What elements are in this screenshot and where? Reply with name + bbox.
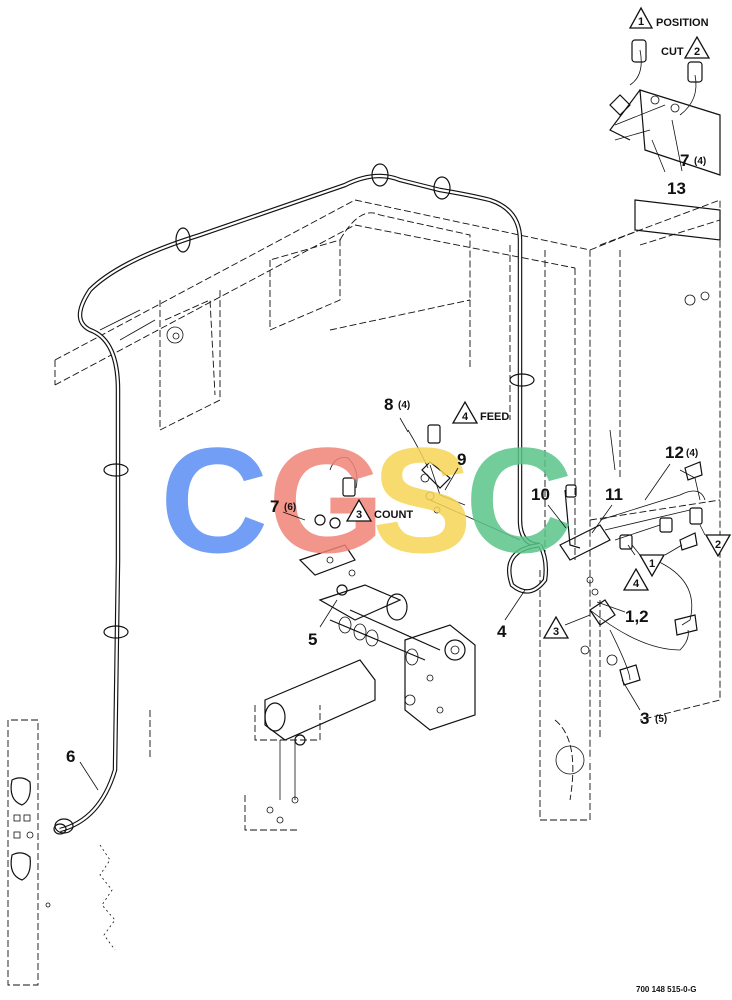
callout-12: 12 bbox=[665, 443, 684, 462]
callout-1-2: 1,2 bbox=[625, 607, 649, 626]
note-flag-1-number: 1 bbox=[638, 16, 644, 28]
callout-4: 4 bbox=[497, 622, 507, 641]
note-flags: 1 POSITION CUT 2 4 FEED 3 COUNT 1 2 4 3 bbox=[345, 6, 732, 639]
note-flag-1 bbox=[638, 554, 666, 578]
callout-9: 9 bbox=[457, 450, 466, 469]
note-label-cut: CUT bbox=[661, 46, 684, 58]
note-flag-2 bbox=[704, 534, 732, 558]
note-label-feed: FEED bbox=[480, 411, 509, 423]
note-flag-3 bbox=[542, 615, 570, 639]
note-flag-3-count bbox=[345, 498, 373, 522]
callout-12-qty: (4) bbox=[686, 448, 698, 459]
figure-number: 700 148 515-0-G bbox=[636, 985, 697, 994]
callout-7-top: 7 bbox=[680, 151, 689, 170]
main-cable bbox=[53, 163, 549, 951]
left-side-panel bbox=[7, 719, 51, 986]
callout-7-left-qty: (6) bbox=[284, 502, 296, 513]
watermark-letter-c1: C bbox=[160, 416, 268, 584]
callout-3-qty: (5) bbox=[655, 714, 667, 725]
watermark-letter-s: S bbox=[372, 416, 472, 584]
note-flag-4-number: 4 bbox=[462, 411, 469, 423]
callout-10: 10 bbox=[531, 485, 550, 504]
callout-5: 5 bbox=[308, 630, 317, 649]
shaft-assembly bbox=[244, 584, 476, 831]
cut-position-sensor-detail bbox=[609, 39, 721, 241]
sensor-bracket-assembly bbox=[298, 424, 466, 596]
callout-13: 13 bbox=[667, 179, 686, 198]
callout-3: 3 bbox=[640, 709, 649, 728]
callout-8-qty: (4) bbox=[398, 400, 410, 411]
note-flag-3-number: 3 bbox=[356, 509, 362, 521]
note-flag-4 bbox=[622, 567, 650, 591]
right-wiring-harness bbox=[559, 461, 706, 686]
callouts: 6 5 4 1,2 3 (5) 7 (6) 8 (4) 9 10 11 12 (… bbox=[66, 151, 706, 766]
note-flag-4-feed bbox=[451, 400, 479, 424]
callout-6: 6 bbox=[66, 747, 75, 766]
callout-7-left: 7 bbox=[270, 497, 279, 516]
note-label-count: COUNT bbox=[374, 509, 413, 521]
note-flag-1-standalone-number: 1 bbox=[649, 558, 655, 570]
watermark-letter-c2: C bbox=[465, 416, 573, 584]
callout-7-top-qty: (4) bbox=[694, 156, 706, 167]
leader-lines bbox=[79, 119, 706, 791]
callout-11: 11 bbox=[605, 485, 623, 504]
note-flag-3-standalone-number: 3 bbox=[553, 626, 559, 638]
note-label-position: POSITION bbox=[656, 17, 709, 29]
callout-8: 8 bbox=[384, 395, 393, 414]
watermark: C G S C bbox=[160, 416, 573, 584]
machine-frame bbox=[54, 199, 721, 821]
note-flag-1-position bbox=[628, 6, 654, 29]
watermark-letter-g: G bbox=[268, 416, 385, 584]
note-flag-2-cut bbox=[683, 35, 711, 59]
note-flag-2-number: 2 bbox=[694, 46, 700, 58]
note-flag-4-standalone-number: 4 bbox=[633, 578, 640, 590]
note-flag-2-standalone-number: 2 bbox=[715, 539, 721, 551]
